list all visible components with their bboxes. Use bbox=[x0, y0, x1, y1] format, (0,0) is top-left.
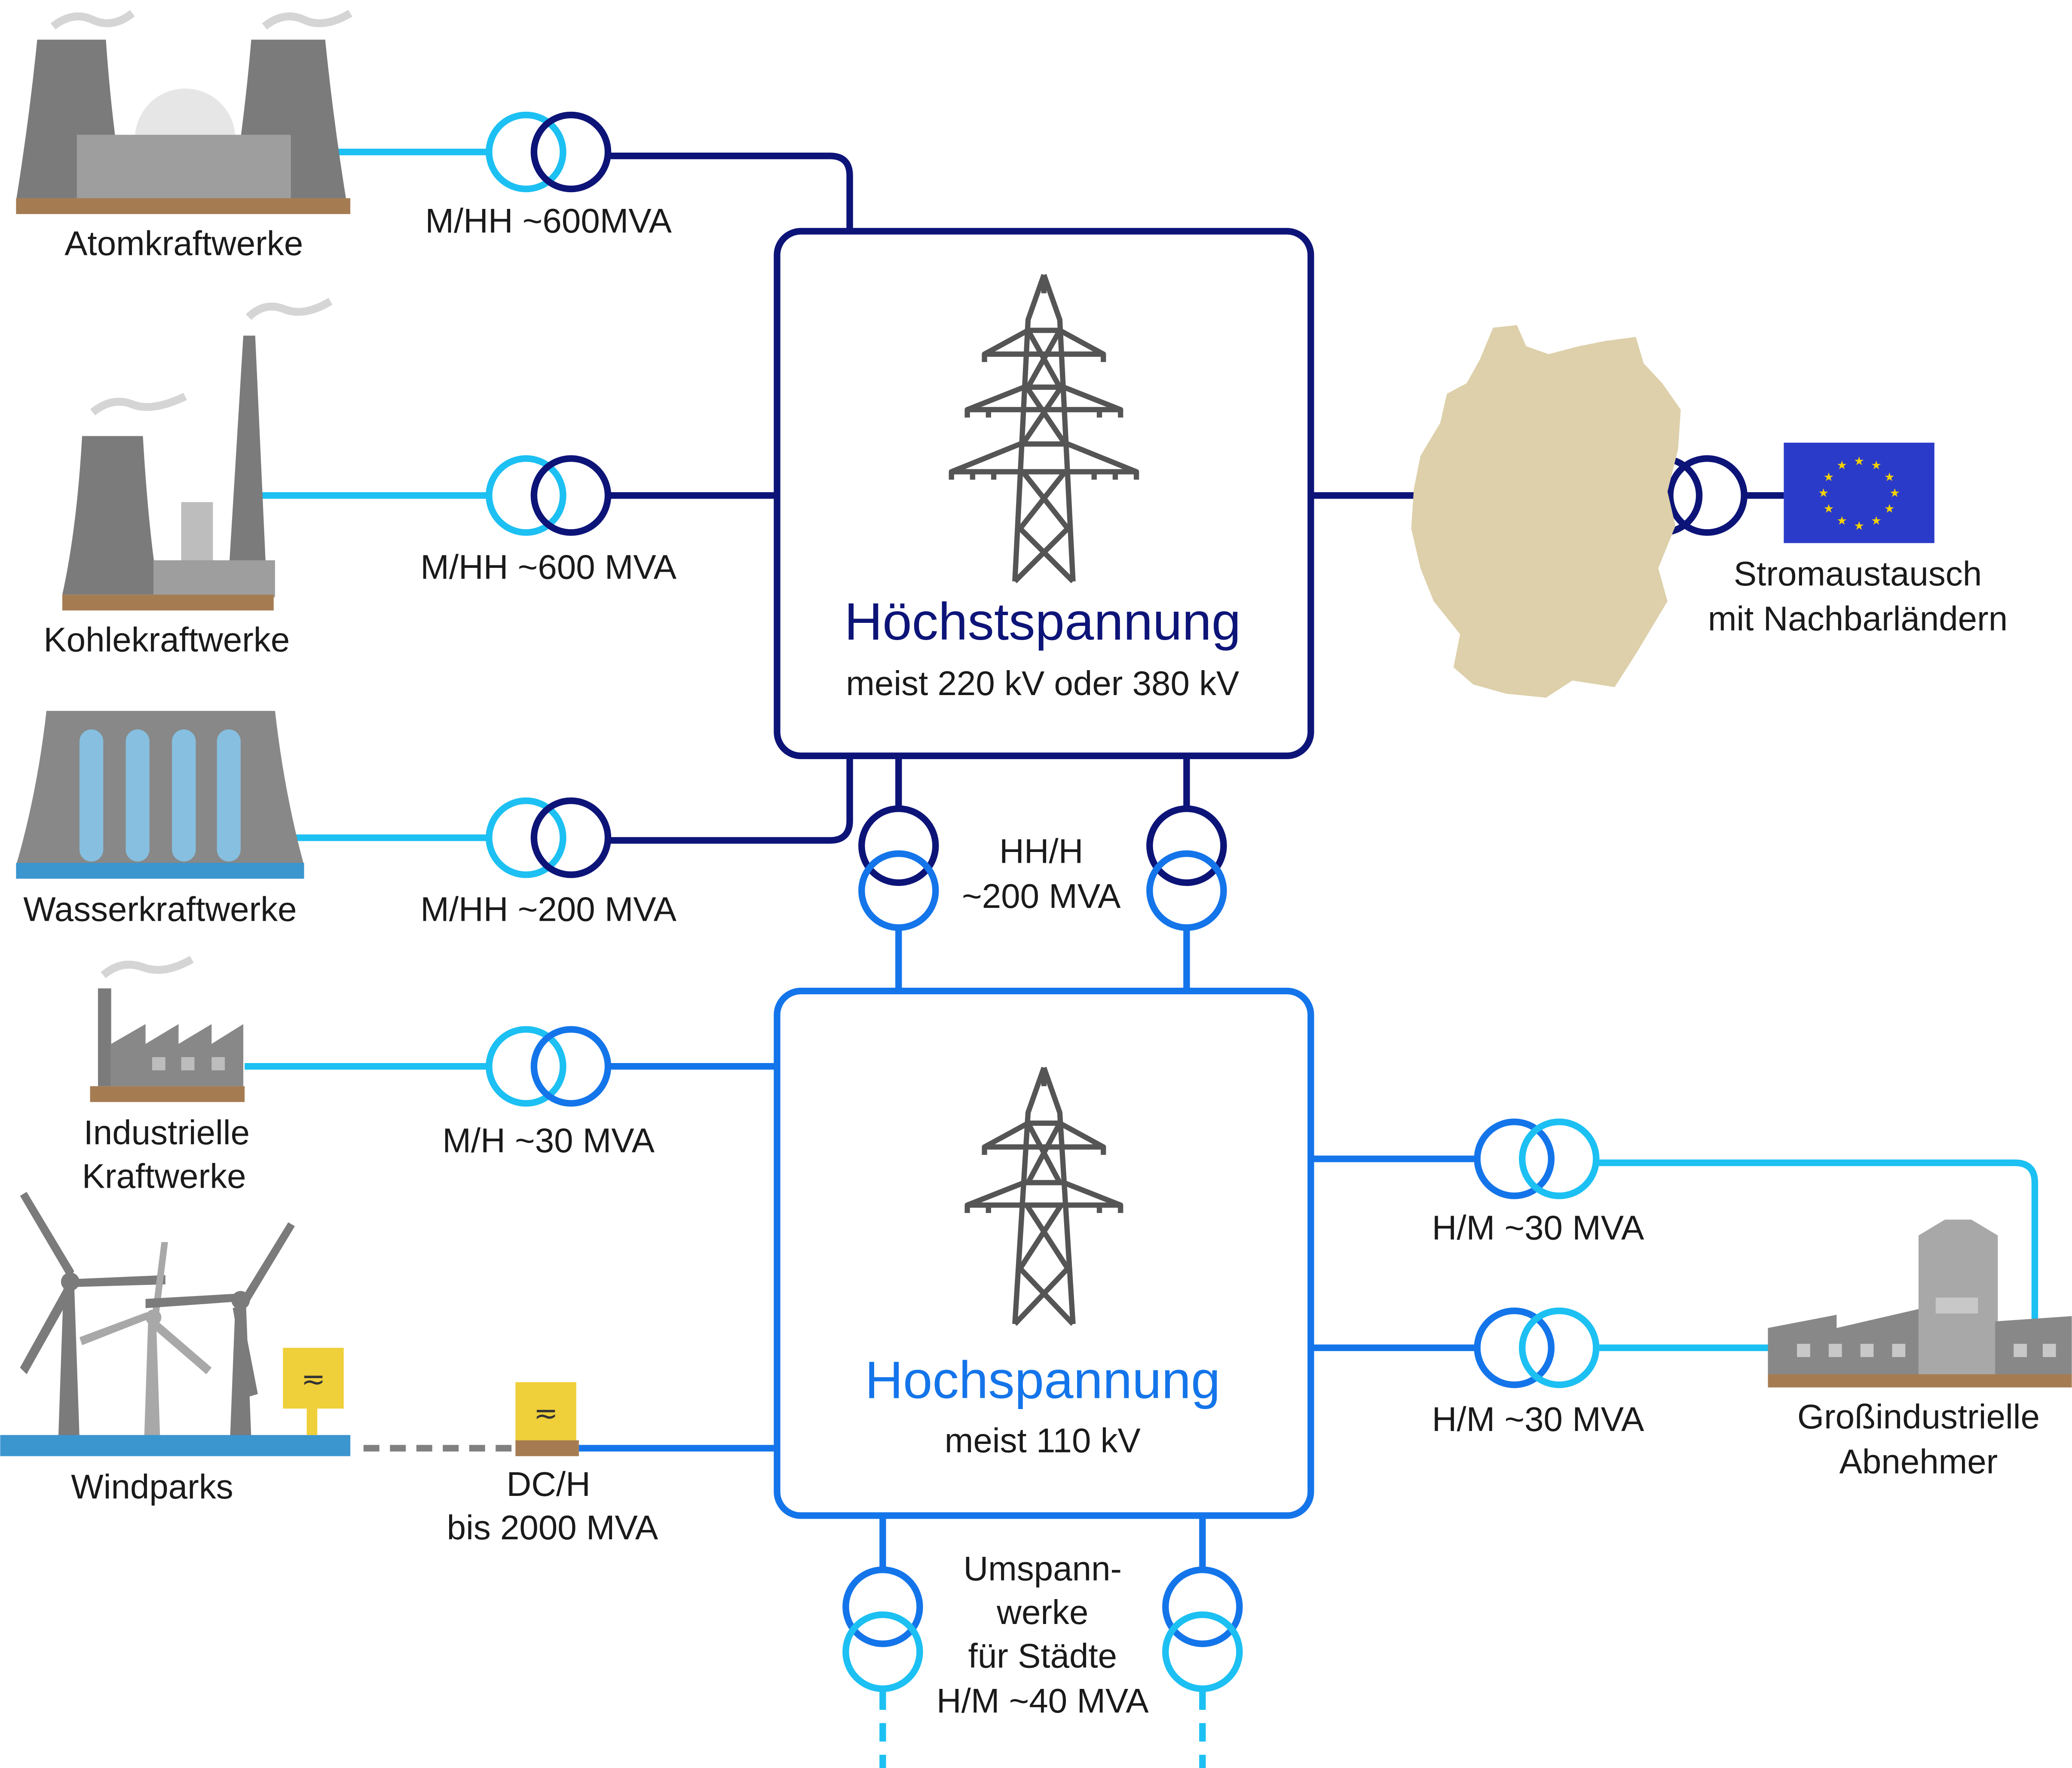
transformer-coupling-right-h bbox=[1146, 850, 1227, 931]
transformer-consumer-bottom-h bbox=[1474, 1307, 1555, 1388]
transformer-hydro-secondary bbox=[530, 797, 612, 878]
large-industry-icon bbox=[1768, 1220, 2072, 1388]
label-city-line1: Umspann- bbox=[964, 1549, 1122, 1587]
label-transformer-consumer-bottom: H/M ~30 MVA bbox=[1432, 1400, 1644, 1438]
svg-text:★: ★ bbox=[1889, 486, 1900, 499]
industrial-plant-icon bbox=[90, 956, 245, 1102]
extra-high-voltage-title: Höchstspannung bbox=[845, 592, 1241, 651]
transformer-city-right-m bbox=[1162, 1611, 1243, 1692]
nuclear-plant-icon bbox=[16, 9, 352, 214]
transformer-city-right-h bbox=[1162, 1566, 1243, 1647]
svg-text:★: ★ bbox=[1871, 514, 1882, 527]
label-coal: Kohlekraftwerke bbox=[43, 620, 290, 659]
label-coupling-line2: ~200 MVA bbox=[962, 877, 1121, 915]
transformer-consumer-bottom-m bbox=[1519, 1307, 1600, 1388]
svg-text:★: ★ bbox=[1836, 514, 1847, 527]
transformer-coupling-right-hh bbox=[1146, 805, 1227, 886]
transformer-city-left-h bbox=[842, 1566, 923, 1647]
label-city-line4: H/M ~40 MVA bbox=[937, 1682, 1149, 1720]
transformer-coal-secondary bbox=[530, 455, 612, 536]
label-transformer-nuclear: M/HH ~600MVA bbox=[425, 202, 672, 240]
line-hydro-hh bbox=[610, 756, 853, 844]
label-industrial-line1: Industrielle bbox=[84, 1113, 250, 1152]
svg-text:★: ★ bbox=[1884, 470, 1895, 484]
line-nuclear-hh bbox=[610, 153, 853, 236]
eu-flag-icon: ★ ★ ★ ★ ★ ★ ★ ★ ★ ★ ★ ★ bbox=[1784, 442, 1934, 543]
transformer-coal-primary bbox=[486, 455, 566, 536]
wind-farm-icon: ≂ bbox=[0, 1192, 351, 1456]
high-voltage-subtitle: meist 110 kV bbox=[945, 1421, 1141, 1459]
svg-text:≂: ≂ bbox=[534, 1397, 558, 1430]
label-transformer-coal: M/HH ~600 MVA bbox=[420, 548, 676, 586]
label-transformer-industrial: M/H ~30 MVA bbox=[442, 1121, 655, 1160]
transformer-exchange-b bbox=[1667, 455, 1748, 536]
svg-text:★: ★ bbox=[1871, 458, 1882, 472]
coal-plant-icon bbox=[62, 297, 333, 611]
transformer-coupling-left-h bbox=[858, 850, 939, 931]
label-transformer-wind-line2: bis 2000 MVA bbox=[447, 1508, 658, 1547]
transformer-consumer-top-h bbox=[1474, 1118, 1555, 1199]
transformer-city-left-m bbox=[842, 1611, 923, 1692]
transformer-nuclear-primary bbox=[486, 111, 566, 193]
label-transformer-wind-line1: DC/H bbox=[507, 1465, 591, 1503]
svg-text:★: ★ bbox=[1823, 502, 1834, 515]
high-voltage-box bbox=[774, 987, 1314, 1519]
power-pylon-icon bbox=[964, 1066, 1123, 1326]
transformer-industrial-secondary bbox=[530, 1026, 612, 1107]
ac-dc-converter-icon bbox=[283, 1348, 344, 1409]
label-consumer-line2: Abnehmer bbox=[1839, 1442, 1998, 1480]
svg-text:★: ★ bbox=[1818, 486, 1829, 499]
label-city-line3: für Städte bbox=[968, 1636, 1117, 1675]
label-transformer-consumer-top: H/M ~30 MVA bbox=[1432, 1208, 1644, 1247]
extra-high-voltage-subtitle: meist 220 kV oder 380 kV bbox=[846, 664, 1239, 702]
label-exchange-line1: Stromaustausch bbox=[1734, 555, 1982, 593]
svg-text:★: ★ bbox=[1823, 470, 1834, 484]
label-industrial-line2: Kraftwerke bbox=[82, 1157, 246, 1195]
label-consumer-line1: Großindustrielle bbox=[1797, 1397, 2040, 1436]
label-hydro: Wasserkraftwerke bbox=[23, 890, 297, 928]
power-pylon-icon bbox=[949, 274, 1139, 583]
transformer-nuclear-secondary bbox=[530, 111, 612, 193]
transformer-consumer-top-m bbox=[1519, 1118, 1600, 1199]
svg-text:★: ★ bbox=[1854, 454, 1864, 468]
label-city-line2: werke bbox=[996, 1593, 1088, 1631]
label-coupling-line1: HH/H bbox=[999, 832, 1083, 870]
label-exchange-line2: mit Nachbarländern bbox=[1708, 599, 2008, 637]
svg-text:★: ★ bbox=[1884, 502, 1895, 515]
label-wind: Windparks bbox=[71, 1468, 233, 1506]
svg-text:≂: ≂ bbox=[301, 1363, 326, 1395]
svg-text:★: ★ bbox=[1854, 519, 1864, 533]
transformer-coupling-left-hh bbox=[858, 805, 939, 886]
transformer-hydro-primary bbox=[486, 797, 566, 878]
svg-text:★: ★ bbox=[1836, 458, 1847, 472]
high-voltage-title: Hochspannung bbox=[865, 1351, 1220, 1409]
extra-high-voltage-box bbox=[774, 228, 1314, 760]
label-nuclear: Atomkraftwerke bbox=[64, 224, 303, 262]
label-transformer-hydro: M/HH ~200 MVA bbox=[420, 890, 676, 928]
germany-map-icon bbox=[1411, 325, 1681, 698]
hydro-plant-icon bbox=[16, 711, 304, 879]
transformer-industrial-primary bbox=[486, 1026, 566, 1107]
line-consumer-top-m bbox=[1599, 1159, 2038, 1328]
dc-converter-icon: ≂ bbox=[515, 1382, 579, 1456]
